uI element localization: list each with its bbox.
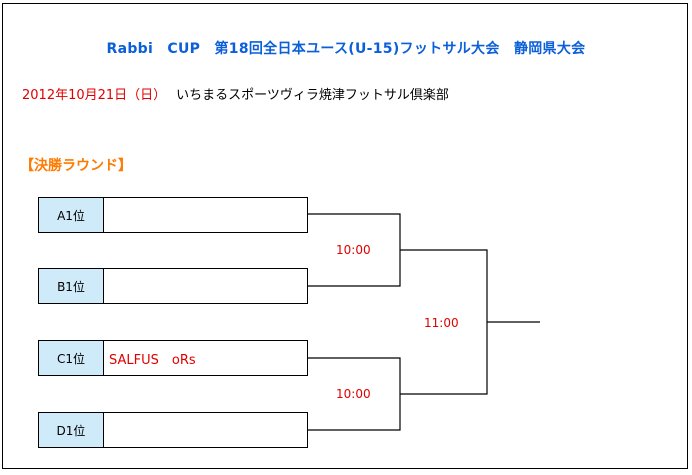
page-frame <box>2 3 688 469</box>
seed-label: D1位 <box>39 413 104 447</box>
page-title: Rabbi CUP 第18回全日本ユース(U-15)フットサル大会 静岡県大会 <box>106 41 586 57</box>
event-date: 2012年10月21日（日） <box>22 88 167 103</box>
seed-slot-a1: A1位 <box>38 197 308 233</box>
seed-slot-d1: D1位 <box>38 412 308 448</box>
team-name: SALFUS oRs <box>109 352 196 368</box>
match-time-semi-bottom: 10:00 <box>336 387 371 401</box>
event-info-line: 2012年10月21日（日） いちまるスポーツヴィラ焼津フットサル倶楽部 <box>22 84 449 103</box>
seed-slot-c1: C1位 SALFUS oRs <box>38 340 308 376</box>
seed-label: C1位 <box>39 341 104 375</box>
event-venue: いちまるスポーツヴィラ焼津フットサル倶楽部 <box>176 88 449 103</box>
section-heading-final-round: 【決勝ラウンド】 <box>20 158 132 174</box>
seed-label: B1位 <box>39 269 104 303</box>
seed-slot-b1: B1位 <box>38 268 308 304</box>
seed-label: A1位 <box>39 198 104 232</box>
match-time-semi-top: 10:00 <box>336 243 371 257</box>
match-time-final: 11:00 <box>424 316 459 330</box>
